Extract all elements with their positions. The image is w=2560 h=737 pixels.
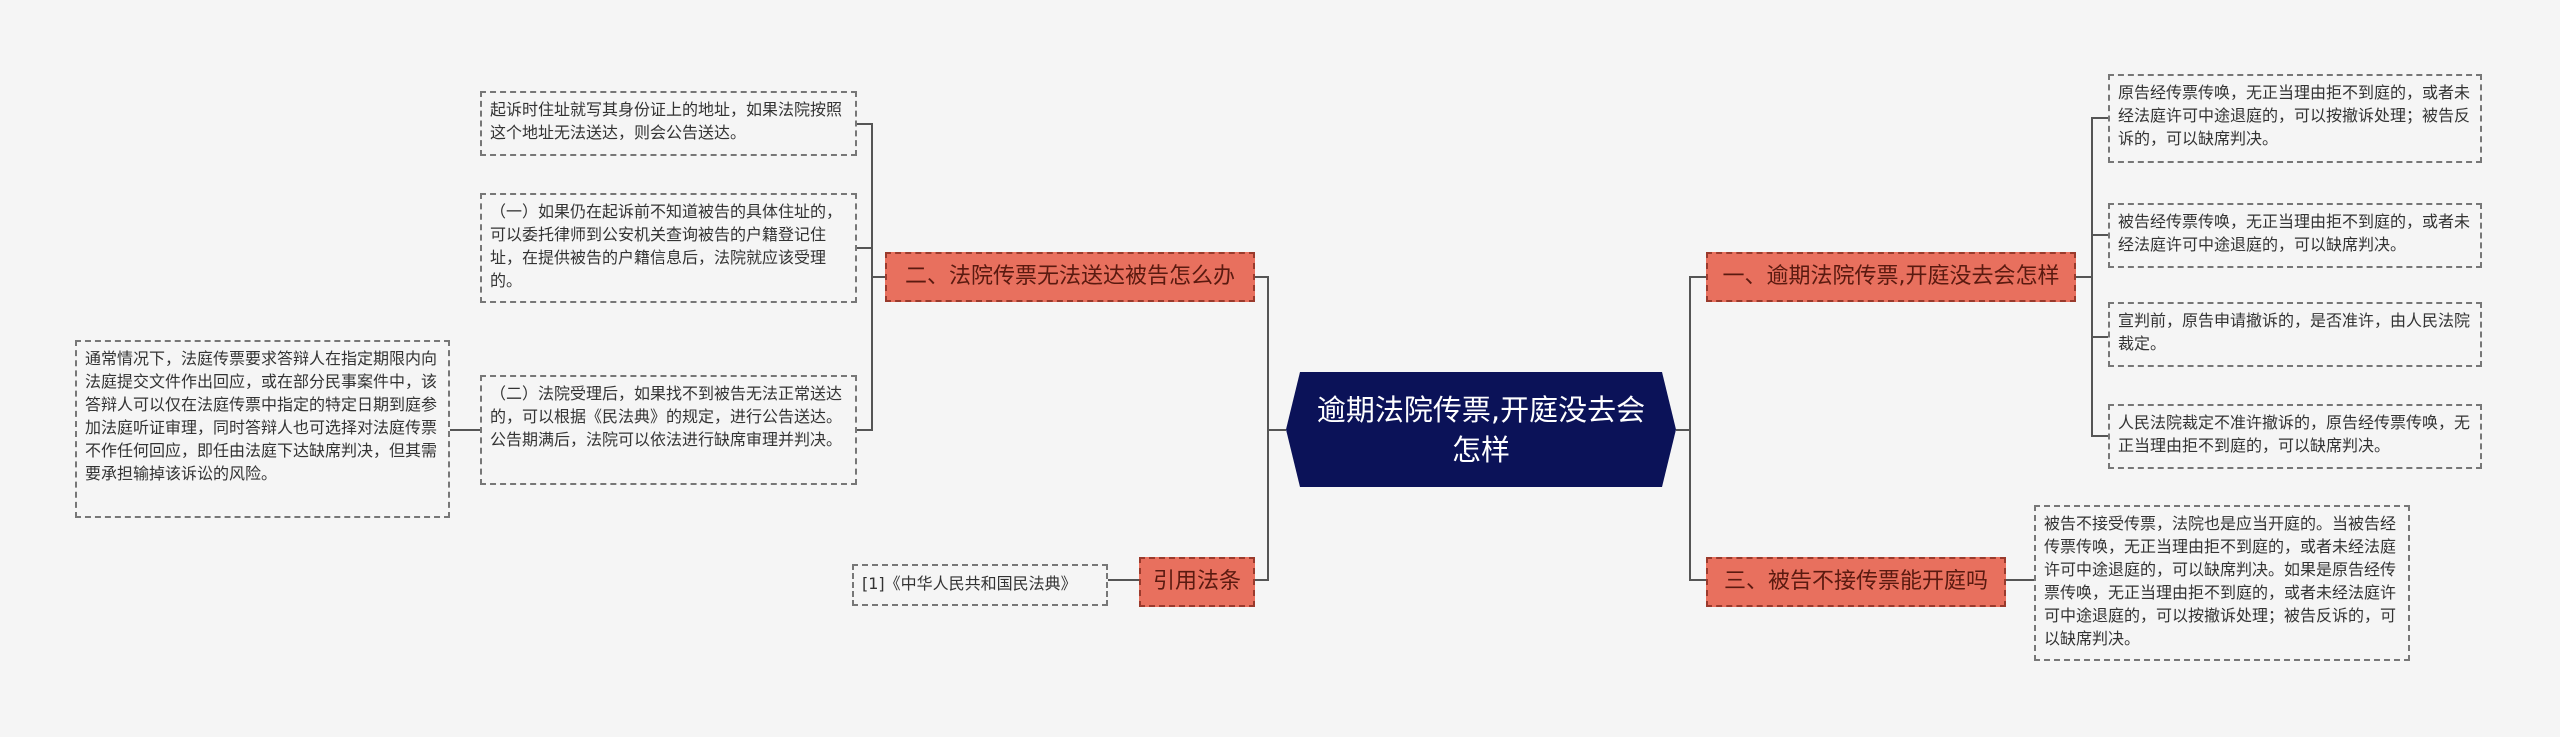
branch-topic-1[interactable]: 一、逾期法院传票,开庭没去会怎样	[1706, 252, 2076, 302]
note-topic3-1: 被告不接受传票，法院也是应当开庭的。当被告经传票传唤，无正当理由拒不到庭的，或者…	[2034, 505, 2410, 661]
note-topic2-3: （二）法院受理后，如果找不到被告无法正常送达的，可以根据《民法典》的规定，进行公…	[480, 375, 857, 485]
link-topic2-note1	[857, 123, 873, 277]
central-topic-label: 逾期法院传票,开庭没去会怎样	[1316, 392, 1646, 467]
note-text: （一）如果仍在起诉前不知道被告的具体住址的，可以委托律师到公安机关查询被告的户籍…	[490, 202, 843, 290]
branch-topic-law-label: 引用法条	[1152, 569, 1241, 594]
link-center-right-1	[1676, 276, 1706, 431]
branch-topic-2-label: 二、法院传票无法送达被告怎么办	[904, 264, 1235, 289]
central-topic[interactable]: 逾期法院传票,开庭没去会怎样	[1286, 372, 1676, 487]
note-topic1-3: 宣判前，原告申请撤诉的，是否准许，由人民法院裁定。	[2108, 302, 2482, 367]
branch-topic-1-label: 一、逾期法院传票,开庭没去会怎样	[1722, 264, 2060, 289]
note-text: 通常情况下，法庭传票要求答辩人在指定期限内向法庭提交文件作出回应，或在部分民事案…	[85, 349, 438, 483]
branch-topic-3-label: 三、被告不接传票能开庭吗	[1723, 569, 1988, 594]
link-center-left-2	[1255, 276, 1286, 431]
sub-note-topic2: 通常情况下，法庭传票要求答辩人在指定期限内向法庭提交文件作出回应，或在部分民事案…	[75, 340, 450, 518]
link-topic1-note4	[2091, 277, 2108, 437]
link-topic2-note2	[857, 247, 873, 277]
note-text: 原告经传票传唤，无正当理由拒不到庭的，或者未经法庭许可中途退庭的，可以按撤诉处理…	[2118, 83, 2471, 148]
link-center-left-law	[1255, 430, 1269, 581]
note-law-1: [1]《中华人民共和国民法典》	[852, 564, 1108, 606]
note-topic1-1: 原告经传票传唤，无正当理由拒不到庭的，或者未经法庭许可中途退庭的，可以按撤诉处理…	[2108, 74, 2482, 163]
branch-topic-3[interactable]: 三、被告不接传票能开庭吗	[1706, 557, 2006, 607]
note-text: 宣判前，原告申请撤诉的，是否准许，由人民法院裁定。	[2118, 311, 2471, 353]
note-text: 被告不接受传票，法院也是应当开庭的。当被告经传票传唤，无正当理由拒不到庭的，或者…	[2044, 514, 2397, 648]
note-text: （二）法院受理后，如果找不到被告无法正常送达的，可以根据《民法典》的规定，进行公…	[490, 384, 843, 449]
link-topic1-note2	[2091, 234, 2108, 277]
note-topic1-2: 被告经传票传唤，无正当理由拒不到庭的，或者未经法庭许可中途退庭的，可以缺席判决。	[2108, 203, 2482, 268]
note-topic2-2: （一）如果仍在起诉前不知道被告的具体住址的，可以委托律师到公安机关查询被告的户籍…	[480, 193, 857, 303]
link-topic1-note3	[2091, 277, 2108, 338]
note-text: 人民法院裁定不准许撤诉的，原告经传票传唤，无正当理由拒不到庭的，可以缺席判决。	[2118, 413, 2471, 455]
link-center-right-3	[1689, 430, 1706, 581]
note-topic1-4: 人民法院裁定不准许撤诉的，原告经传票传唤，无正当理由拒不到庭的，可以缺席判决。	[2108, 404, 2482, 469]
note-text: [1]《中华人民共和国民法典》	[862, 574, 1077, 593]
note-text: 被告经传票传唤，无正当理由拒不到庭的，或者未经法庭许可中途退庭的，可以缺席判决。	[2118, 212, 2471, 254]
branch-topic-2[interactable]: 二、法院传票无法送达被告怎么办	[885, 252, 1255, 302]
note-topic2-1: 起诉时住址就写其身份证上的地址，如果法院按照这个地址无法送达，则会公告送达。	[480, 91, 857, 156]
branch-topic-law[interactable]: 引用法条	[1139, 557, 1255, 607]
link-topic1-note1	[2091, 117, 2108, 277]
link-topic2-note3	[857, 277, 873, 431]
note-text: 起诉时住址就写其身份证上的地址，如果法院按照这个地址无法送达，则会公告送达。	[490, 100, 843, 142]
